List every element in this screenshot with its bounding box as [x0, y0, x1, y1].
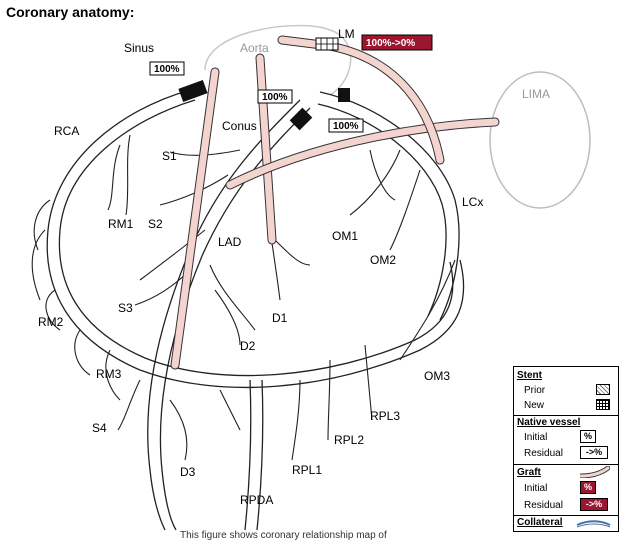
lad-pct-text: 100%: [262, 92, 288, 103]
label-lcx: LCx: [462, 195, 483, 209]
lad-pct-box: 100%: [257, 89, 293, 104]
om-branches: [349, 149, 456, 361]
label-rm3: RM3: [96, 367, 122, 381]
lcx-pct-box: 100%: [328, 118, 364, 133]
legend-graft-residual-box: ->%: [580, 498, 608, 511]
label-rpda: RPDA: [240, 493, 273, 507]
legend-new-label: New: [524, 400, 545, 411]
label-rm2: RM2: [38, 315, 64, 329]
sinus-pct-text: 100%: [154, 64, 180, 75]
label-aorta: Aorta: [240, 41, 269, 55]
graft-d1: [255, 53, 277, 245]
label-rca: RCA: [54, 124, 79, 138]
label-s1: S1: [162, 149, 177, 163]
legend-collateral-swatch: [576, 520, 611, 528]
label-om3: OM3: [424, 369, 450, 383]
label-om1: OM1: [332, 229, 358, 243]
footer-note: This figure shows coronary relationship …: [180, 530, 387, 541]
label-rpl3: RPL3: [370, 409, 400, 423]
legend-native-header: Native vessel: [517, 417, 581, 428]
page-title: Coronary anatomy:: [6, 4, 135, 20]
legend-new-swatch: [596, 399, 610, 410]
label-rpl1: RPL1: [292, 463, 322, 477]
label-rpl2: RPL2: [334, 433, 364, 447]
legend-graft-initial-label: Initial: [524, 483, 548, 494]
rpl-branches: [219, 344, 373, 461]
label-om2: OM2: [370, 253, 396, 267]
legend-residual-label: Residual: [524, 448, 563, 459]
lad-occlusion: [289, 107, 313, 131]
lm-graft-text: 100%->0%: [366, 38, 415, 49]
legend-prior-label: Prior: [524, 385, 546, 396]
label-lm: LM: [338, 27, 355, 41]
legend-initial-label: Initial: [524, 432, 548, 443]
label-d2: D2: [240, 339, 256, 353]
legend-panel: Stent Prior New Native vessel Initial % …: [513, 366, 619, 532]
legend-graft-header: Graft: [517, 467, 541, 478]
label-d3: D3: [180, 465, 196, 479]
label-sinus: Sinus: [124, 41, 154, 55]
lm-graft-badge: 100%->0%: [361, 34, 433, 51]
sinus-pct-box: 100%: [149, 61, 185, 76]
legend-residual-box: ->%: [580, 446, 608, 459]
label-s3: S3: [118, 301, 133, 315]
rca-branches: [31, 134, 141, 431]
label-lima: LIMA: [522, 87, 550, 101]
rca-vessel: [46, 89, 465, 389]
label-rm1: RM1: [108, 217, 134, 231]
label-s2: S2: [148, 217, 163, 231]
legend-graft-swatch: [580, 466, 610, 478]
lcx-occlusion: [338, 88, 350, 102]
graft-lima: [225, 117, 500, 190]
aorta-outline: [204, 24, 352, 96]
lcx-pct-text: 100%: [333, 121, 359, 132]
legend-collateral-label: Collateral: [517, 517, 563, 528]
legend-prior-swatch: [596, 384, 610, 395]
graft-lad: [170, 67, 220, 370]
legend-stent-header: Stent: [517, 370, 542, 381]
label-d1: D1: [272, 311, 288, 325]
lima-ellipse: [489, 71, 591, 209]
label-lad: LAD: [218, 235, 242, 249]
legend-initial-box: %: [580, 430, 596, 443]
legend-graft-initial-box: %: [580, 481, 596, 494]
label-conus: Conus: [222, 119, 257, 133]
rpda-vessel: [244, 379, 264, 531]
lm-stent-new: [315, 37, 339, 51]
graft-lm: [277, 35, 445, 165]
legend-graft-residual-label: Residual: [524, 500, 563, 511]
sinus-occlusion: [178, 79, 208, 103]
label-s4: S4: [92, 421, 107, 435]
